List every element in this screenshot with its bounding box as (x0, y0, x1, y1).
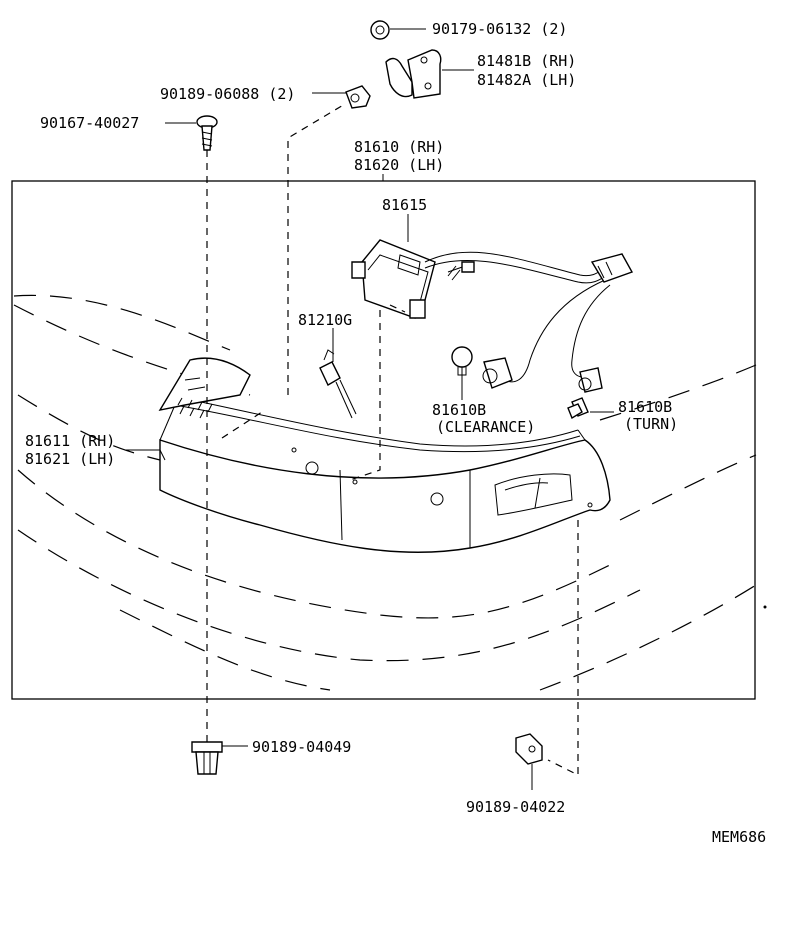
label-lamp-lh: 81620 (LH) (354, 156, 444, 174)
label-bulb-turn-txt: (TURN) (624, 415, 678, 433)
socket-81615-part (351, 239, 634, 393)
nut-90189-06088-part (345, 85, 371, 109)
nut-90179-part (370, 20, 390, 40)
label-socket-81210g: 81210G (298, 311, 352, 329)
label-clip-04049: 90189-04049 (252, 738, 351, 756)
label-nut-90179: 90179-06132 (2) (432, 20, 567, 38)
label-bulb-turn-num: 81610B (618, 398, 672, 416)
label-lamp-rh: 81610 (RH) (354, 138, 444, 156)
label-bulb-clearance-txt: (CLEARANCE) (436, 418, 535, 436)
clip-04022-part (515, 733, 543, 765)
label-nut-90189-06088: 90189-06088 (2) (160, 85, 295, 103)
label-screw-90167: 90167-40027 (40, 114, 139, 132)
label-diagram-code: MEM686 (712, 828, 766, 846)
socket-81210g-part (319, 349, 357, 419)
label-lens-rh: 81611 (RH) (25, 432, 115, 450)
label-bracket-rh: 81481B (RH) (477, 52, 576, 70)
label-bulb-clearance-num: 81610B (432, 401, 486, 419)
screw-90167-part (196, 115, 218, 151)
bulb-turn-part (567, 397, 589, 420)
leader-lines (125, 28, 614, 790)
lamp-lens (158, 357, 611, 553)
label-lens-lh: 81621 (LH) (25, 450, 115, 468)
tab-grip-marks (177, 397, 213, 419)
alignment-lines (206, 103, 579, 776)
bracket-part (385, 49, 442, 99)
label-bracket-lh: 81482A (LH) (477, 71, 576, 89)
clip-04049-part (191, 741, 223, 775)
label-clip-04022: 90189-04022 (466, 798, 565, 816)
label-socket-81615: 81615 (382, 196, 427, 214)
stray-dot (763, 605, 767, 609)
